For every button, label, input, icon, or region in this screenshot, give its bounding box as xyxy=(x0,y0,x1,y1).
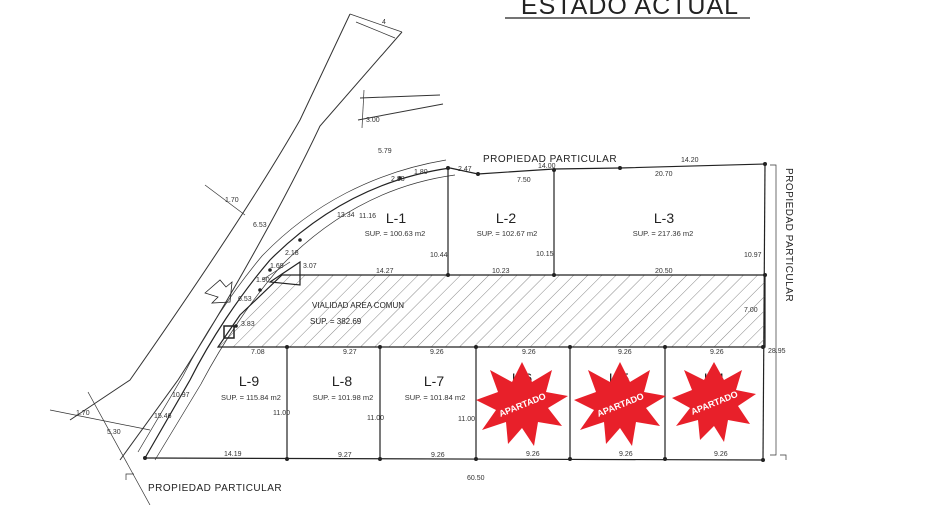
svg-text:1.70: 1.70 xyxy=(225,197,239,204)
lot-id: L-2 xyxy=(496,210,516,226)
svg-text:9.26: 9.26 xyxy=(714,451,728,458)
svg-text:14.19: 14.19 xyxy=(224,451,242,458)
svg-text:7.00: 7.00 xyxy=(744,307,758,314)
propiedad-right-label: PROPIEDAD PARTICULAR xyxy=(783,168,794,302)
lot-sup: SUP. = 101.98 m2 xyxy=(313,393,374,402)
lot-id: L-8 xyxy=(332,373,352,389)
svg-text:9.26: 9.26 xyxy=(619,451,633,458)
svg-text:2.83: 2.83 xyxy=(391,176,405,183)
lot-id: L-9 xyxy=(239,373,259,389)
road-boundary xyxy=(137,159,456,461)
svg-text:1.90: 1.90 xyxy=(256,277,270,284)
lot-l8: L-8 SUP. = 101.98 m2 xyxy=(313,373,374,402)
svg-text:14.27: 14.27 xyxy=(376,268,394,275)
svg-text:9.26: 9.26 xyxy=(430,349,444,356)
svg-text:1.80: 1.80 xyxy=(414,169,428,176)
svg-text:10.44: 10.44 xyxy=(430,252,448,259)
svg-text:11.16: 11.16 xyxy=(359,213,376,220)
svg-text:9.26: 9.26 xyxy=(710,349,724,356)
svg-text:14.00: 14.00 xyxy=(538,163,556,170)
svg-text:3.07: 3.07 xyxy=(303,263,317,270)
lot-l2: L-2 SUP. = 102.67 m2 xyxy=(477,210,538,238)
svg-text:9.26: 9.26 xyxy=(431,452,445,459)
svg-text:3.83: 3.83 xyxy=(241,321,255,328)
svg-text:6.53: 6.53 xyxy=(238,296,252,303)
svg-text:11.00: 11.00 xyxy=(367,415,384,422)
lot-id: L-7 xyxy=(424,373,444,389)
lot-sup: SUP. = 100.63 m2 xyxy=(365,229,426,238)
svg-text:9.26: 9.26 xyxy=(618,349,632,356)
lot-sup: SUP. = 102.67 m2 xyxy=(477,229,538,238)
lot-id: L-1 xyxy=(386,210,406,226)
svg-text:4: 4 xyxy=(382,19,386,26)
svg-text:10.15: 10.15 xyxy=(536,251,554,258)
svg-text:5.79: 5.79 xyxy=(378,148,392,155)
access-road xyxy=(49,13,444,505)
lot-l1: L-1 SUP. = 100.63 m2 xyxy=(365,210,426,238)
apartado-badge: APARTADO xyxy=(672,362,756,442)
bottom-lot-dividers xyxy=(286,347,666,459)
svg-text:7.08: 7.08 xyxy=(251,349,265,356)
lot-l3: L-3 SUP. = 217.36 m2 xyxy=(633,210,694,238)
lot-id: L-3 xyxy=(654,210,674,226)
svg-text:13.34: 13.34 xyxy=(337,212,355,219)
svg-text:10.97: 10.97 xyxy=(172,392,190,399)
svg-text:9.27: 9.27 xyxy=(343,349,357,356)
svg-text:11.00: 11.00 xyxy=(458,416,475,423)
lot-l9: L-9 SUP. = 115.84 m2 xyxy=(221,373,281,402)
propiedad-bottom-label: PROPIEDAD PARTICULAR xyxy=(148,483,282,494)
lot-sup: SUP. = 217.36 m2 xyxy=(633,229,694,238)
vialidad-label: VIALIDAD AREA COMUN xyxy=(312,301,404,310)
svg-text:10.97: 10.97 xyxy=(744,252,762,259)
survey-nodes xyxy=(143,162,767,462)
svg-text:5.30: 5.30 xyxy=(107,429,121,436)
dimension-labels: 4 3.00 5.79 1.70 6.53 1.70 5.30 13.34 11… xyxy=(76,19,786,482)
lot-l7: L-7 SUP. = 101.84 m2 xyxy=(405,373,466,402)
svg-text:9.26: 9.26 xyxy=(526,451,540,458)
vialidad-sup: SUP. = 382.69 xyxy=(310,317,362,326)
access-arrow-icon xyxy=(204,279,233,304)
svg-text:15.46: 15.46 xyxy=(154,413,172,420)
svg-text:7.50: 7.50 xyxy=(517,177,531,184)
svg-text:11.00: 11.00 xyxy=(273,410,290,417)
plan-title: ESTADO ACTUAL xyxy=(521,0,739,20)
svg-text:10.23: 10.23 xyxy=(492,268,510,275)
svg-text:14.20: 14.20 xyxy=(681,157,699,164)
svg-text:2.18: 2.18 xyxy=(285,250,299,257)
apartado-badge: APARTADO xyxy=(574,362,666,446)
apartado-badge: APARTADO xyxy=(476,362,568,446)
svg-text:9.26: 9.26 xyxy=(522,349,536,356)
svg-text:2.47: 2.47 xyxy=(458,166,472,173)
lot-sup: SUP. = 115.84 m2 xyxy=(221,393,281,402)
svg-text:20.70: 20.70 xyxy=(655,171,673,178)
lot-sup: SUP. = 101.84 m2 xyxy=(405,393,466,402)
svg-text:1.70: 1.70 xyxy=(76,410,90,417)
svg-text:3.00: 3.00 xyxy=(366,117,380,124)
top-lot-dividers xyxy=(447,168,555,275)
propiedad-top-label: PROPIEDAD PARTICULAR xyxy=(483,154,617,165)
svg-text:60.50: 60.50 xyxy=(467,475,485,482)
common-area xyxy=(216,274,766,348)
structure-marker xyxy=(223,260,301,339)
svg-text:20.50: 20.50 xyxy=(655,268,673,275)
svg-text:1.69: 1.69 xyxy=(270,263,284,270)
svg-text:28.95: 28.95 xyxy=(768,348,786,355)
svg-text:9.27: 9.27 xyxy=(338,452,352,459)
svg-text:6.53: 6.53 xyxy=(253,222,267,229)
